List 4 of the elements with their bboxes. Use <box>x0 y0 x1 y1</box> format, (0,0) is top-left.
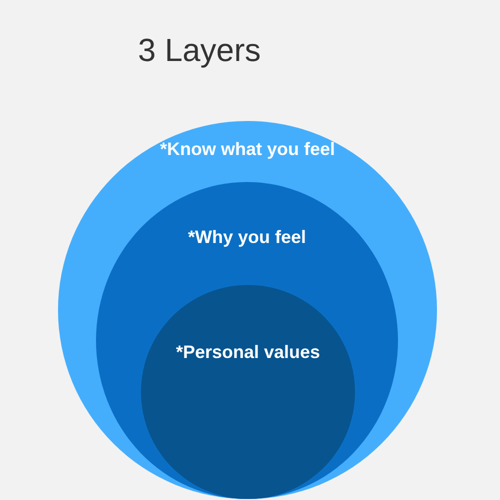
layer-label: *Personal values <box>174 342 322 363</box>
title: 3 Layers <box>138 32 261 69</box>
layer-label: *Why you feel <box>186 227 308 248</box>
layer-label: *Know what you feel <box>158 139 336 160</box>
